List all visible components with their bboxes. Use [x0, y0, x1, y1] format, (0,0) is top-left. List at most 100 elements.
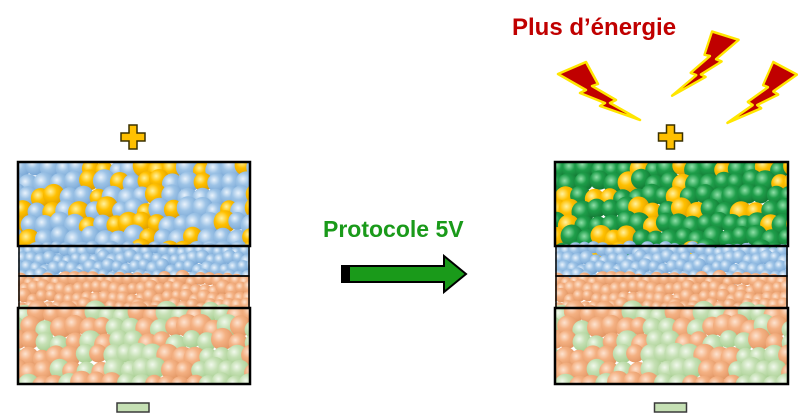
particle-blue: [783, 259, 788, 271]
particle-orange: [779, 279, 788, 295]
particle-orange: [572, 289, 586, 302]
particle-blue: [25, 162, 45, 176]
particle-yellow: [242, 227, 250, 246]
particle-orange: [242, 279, 250, 295]
particle-dark-green: [587, 198, 607, 218]
particle-light-green: [35, 332, 55, 352]
particle-orange: [86, 371, 106, 384]
particle-orange: [542, 272, 555, 285]
particle-blue: [64, 170, 84, 191]
particle-orange: [161, 359, 182, 381]
lightning-bolts: [556, 30, 799, 125]
particle-blue: [174, 260, 187, 273]
particle-orange: [5, 272, 18, 285]
particle-blue: [759, 249, 774, 265]
lightning-bolt-icon: [726, 60, 799, 125]
particle-orange: [241, 344, 250, 366]
minus-terminal-icon: [116, 402, 150, 413]
particle-dark-green: [751, 184, 771, 204]
particle-light-green: [75, 343, 96, 364]
particle-blue: [786, 254, 788, 265]
particle-blue: [578, 241, 591, 254]
particle-blue: [246, 259, 250, 271]
plus-terminal-icon: [120, 124, 146, 150]
particle-orange: [638, 372, 660, 384]
more-energy-label: Plus d’énergie: [512, 14, 677, 41]
particle-yellow: [193, 172, 213, 192]
particle-blue: [18, 247, 19, 255]
particle-orange: [570, 360, 592, 381]
particle-blue: [774, 260, 787, 273]
protocol-label: Protocole 5V: [323, 216, 464, 242]
particle-light-green: [781, 320, 788, 339]
battery-before: [0, 160, 250, 384]
lightning-bolt-icon: [670, 30, 740, 97]
particle-blue: [711, 260, 724, 273]
particle-orange: [707, 376, 727, 384]
particle-orange: [731, 272, 744, 285]
particle-light-green: [211, 372, 232, 384]
particle-light-green: [117, 373, 137, 384]
particle-orange: [157, 375, 177, 384]
particle-blue: [787, 276, 788, 282]
particle-light-green: [682, 357, 704, 379]
particle-orange: [194, 272, 207, 285]
particle-orange: [33, 360, 55, 381]
particle-dark-green: [778, 228, 788, 247]
particle-light-green: [748, 372, 769, 384]
particle-light-green: [572, 332, 592, 352]
anode-layer: [16, 306, 252, 386]
lightning-bolt-icon: [556, 60, 642, 122]
particle-yellow: [42, 183, 65, 206]
particle-blue: [237, 260, 250, 273]
particle-light-green: [227, 344, 248, 366]
particle-orange: [555, 307, 556, 312]
particle-orange: [101, 372, 123, 384]
particle-orange: [35, 289, 49, 302]
particle-orange: [89, 344, 108, 363]
particle-blue: [0, 160, 16, 180]
particle-orange: [748, 327, 771, 351]
particle-orange: [170, 376, 190, 384]
particle-light-green: [719, 330, 738, 349]
particle-blue: [222, 249, 237, 265]
arrow-icon: [341, 253, 468, 295]
battery-frame-after: [553, 124, 790, 413]
particle-orange: [623, 371, 643, 384]
battery-after: [542, 162, 788, 384]
particle-light-green: [654, 373, 674, 384]
particle-light-green: [764, 344, 785, 366]
particle-blue: [177, 171, 199, 193]
particle-dark-green: [601, 199, 621, 219]
particle-blue: [73, 185, 94, 206]
battery-frame-before: [16, 124, 252, 413]
particle-orange: [778, 344, 788, 366]
particle-orange: [18, 307, 19, 312]
particle-blue: [249, 256, 250, 263]
particle-dark-green: [775, 198, 788, 219]
particle-orange: [175, 360, 195, 380]
particle-orange: [698, 359, 719, 381]
particle-light-green: [244, 321, 250, 338]
particle-blue: [18, 257, 20, 267]
particle-light-green: [238, 373, 250, 384]
particle-blue: [555, 247, 556, 255]
particle-blue: [207, 173, 227, 193]
particle-orange: [557, 330, 577, 349]
particle-light-green: [612, 343, 633, 364]
particle-light-green: [145, 357, 167, 379]
particle-orange: [626, 344, 645, 363]
particle-blue: [18, 248, 19, 255]
particle-light-green: [775, 373, 788, 384]
minus-terminal-icon: [653, 402, 688, 413]
particle-blue: [41, 241, 54, 254]
particle-blue: [555, 257, 557, 267]
particle-orange: [694, 375, 714, 384]
plus-terminal-icon: [657, 124, 684, 150]
particle-orange: [20, 330, 40, 349]
particle-orange: [248, 277, 250, 287]
particle-light-green: [182, 330, 201, 349]
particle-yellow: [244, 198, 250, 218]
anode-layer: [553, 306, 790, 386]
